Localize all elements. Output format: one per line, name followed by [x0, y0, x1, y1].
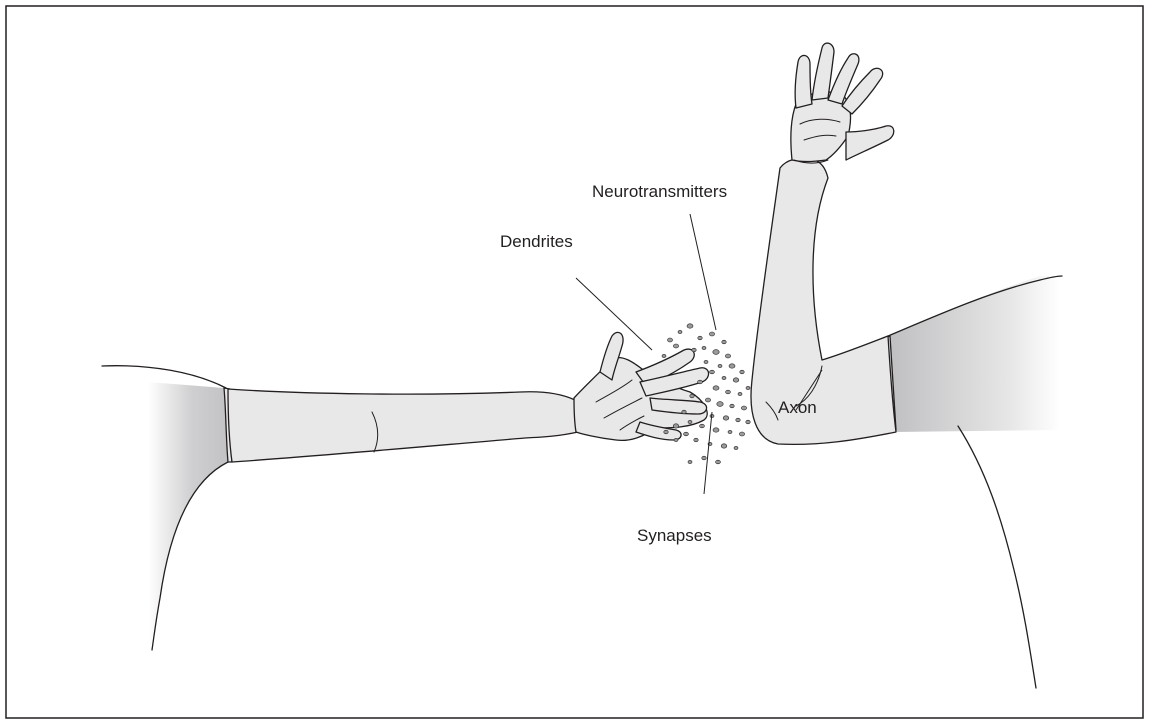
neurotransmitter-particle	[730, 404, 734, 408]
neurotransmitter-particle	[716, 460, 721, 464]
neurotransmitter-particle	[662, 354, 666, 357]
neurotransmitter-particle	[741, 406, 746, 410]
neurotransmitter-particle	[739, 432, 744, 436]
neurotransmitter-particle	[705, 398, 710, 402]
neurotransmitter-particle	[688, 460, 692, 463]
neurotransmitter-particle	[682, 410, 686, 414]
neurotransmitter-particle	[692, 348, 696, 352]
neurotransmitter-particle	[733, 378, 739, 382]
neurotransmitter-particle	[721, 444, 727, 448]
neurotransmitter-particle	[734, 446, 738, 449]
neurotransmitter-particle	[717, 402, 723, 407]
neurotransmitter-particle	[664, 430, 668, 434]
neurotransmitter-particle	[713, 350, 719, 355]
neurotransmitter-particle	[726, 390, 731, 394]
dendrites-label: Dendrites	[500, 232, 573, 251]
neurotransmitter-particle	[704, 360, 708, 363]
neurotransmitter-particle	[688, 420, 692, 423]
neurotransmitter-particle	[738, 392, 742, 395]
neurotransmitter-particle	[698, 380, 703, 384]
neurotransmitter-particle	[678, 330, 682, 333]
axon-label: Axon	[778, 398, 817, 417]
neurotransmitter-particle	[702, 456, 706, 460]
neurotransmitter-particle	[736, 418, 740, 422]
neurotransmitter-particle	[690, 394, 694, 398]
neurotransmitter-particle	[718, 364, 722, 367]
neurotransmitter-particle	[746, 420, 750, 424]
neurotransmitters-label: Neurotransmitters	[592, 182, 727, 201]
neurotransmitter-particle	[702, 346, 706, 349]
neurotransmitter-particle	[746, 386, 750, 389]
neurotransmitter-particle	[709, 332, 714, 336]
neurotransmitter-particle	[722, 376, 726, 379]
neurotransmitter-particle	[722, 340, 726, 344]
neurotransmitter-particle	[710, 370, 715, 374]
neurotransmitter-particle	[713, 386, 719, 390]
neurotransmitter-particle	[729, 364, 735, 368]
neurotransmitter-particle	[687, 324, 693, 328]
right-hand-finger-1	[795, 55, 812, 108]
neurotransmitter-particle	[723, 416, 729, 420]
synapses-label: Synapses	[637, 526, 712, 545]
neurotransmitter-particle	[673, 424, 679, 428]
neurotransmitter-particle	[694, 438, 698, 442]
neurotransmitter-particle	[674, 438, 678, 441]
neurotransmitter-particle	[668, 338, 673, 342]
neurotransmitter-particle	[740, 370, 744, 374]
neurotransmitter-particle	[728, 430, 732, 433]
neurotransmitter-particle	[673, 344, 678, 348]
neurotransmitter-particle	[713, 428, 719, 432]
neurotransmitter-particle	[725, 354, 730, 358]
neurotransmitter-particle	[684, 432, 689, 436]
neurotransmitter-particle	[698, 336, 702, 340]
neurotransmitter-particle	[700, 424, 705, 428]
